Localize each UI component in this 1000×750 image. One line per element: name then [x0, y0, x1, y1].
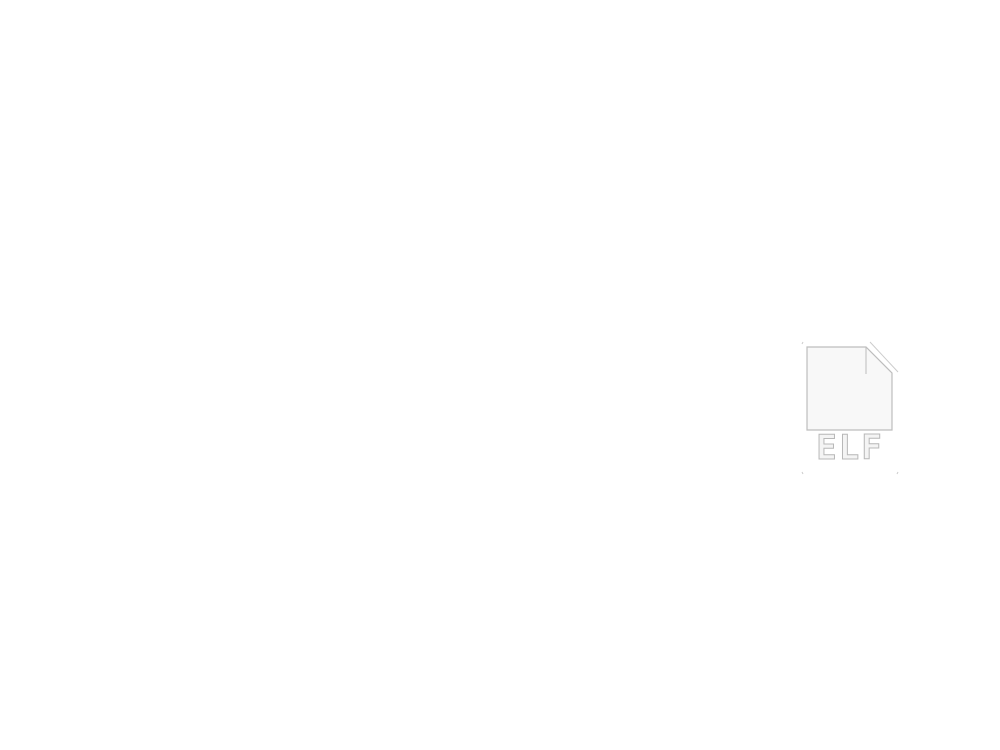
document-icon	[801, 341, 899, 475]
elf-file-icon[interactable]: ELF	[800, 340, 900, 476]
file-type-label: ELF	[816, 428, 884, 469]
